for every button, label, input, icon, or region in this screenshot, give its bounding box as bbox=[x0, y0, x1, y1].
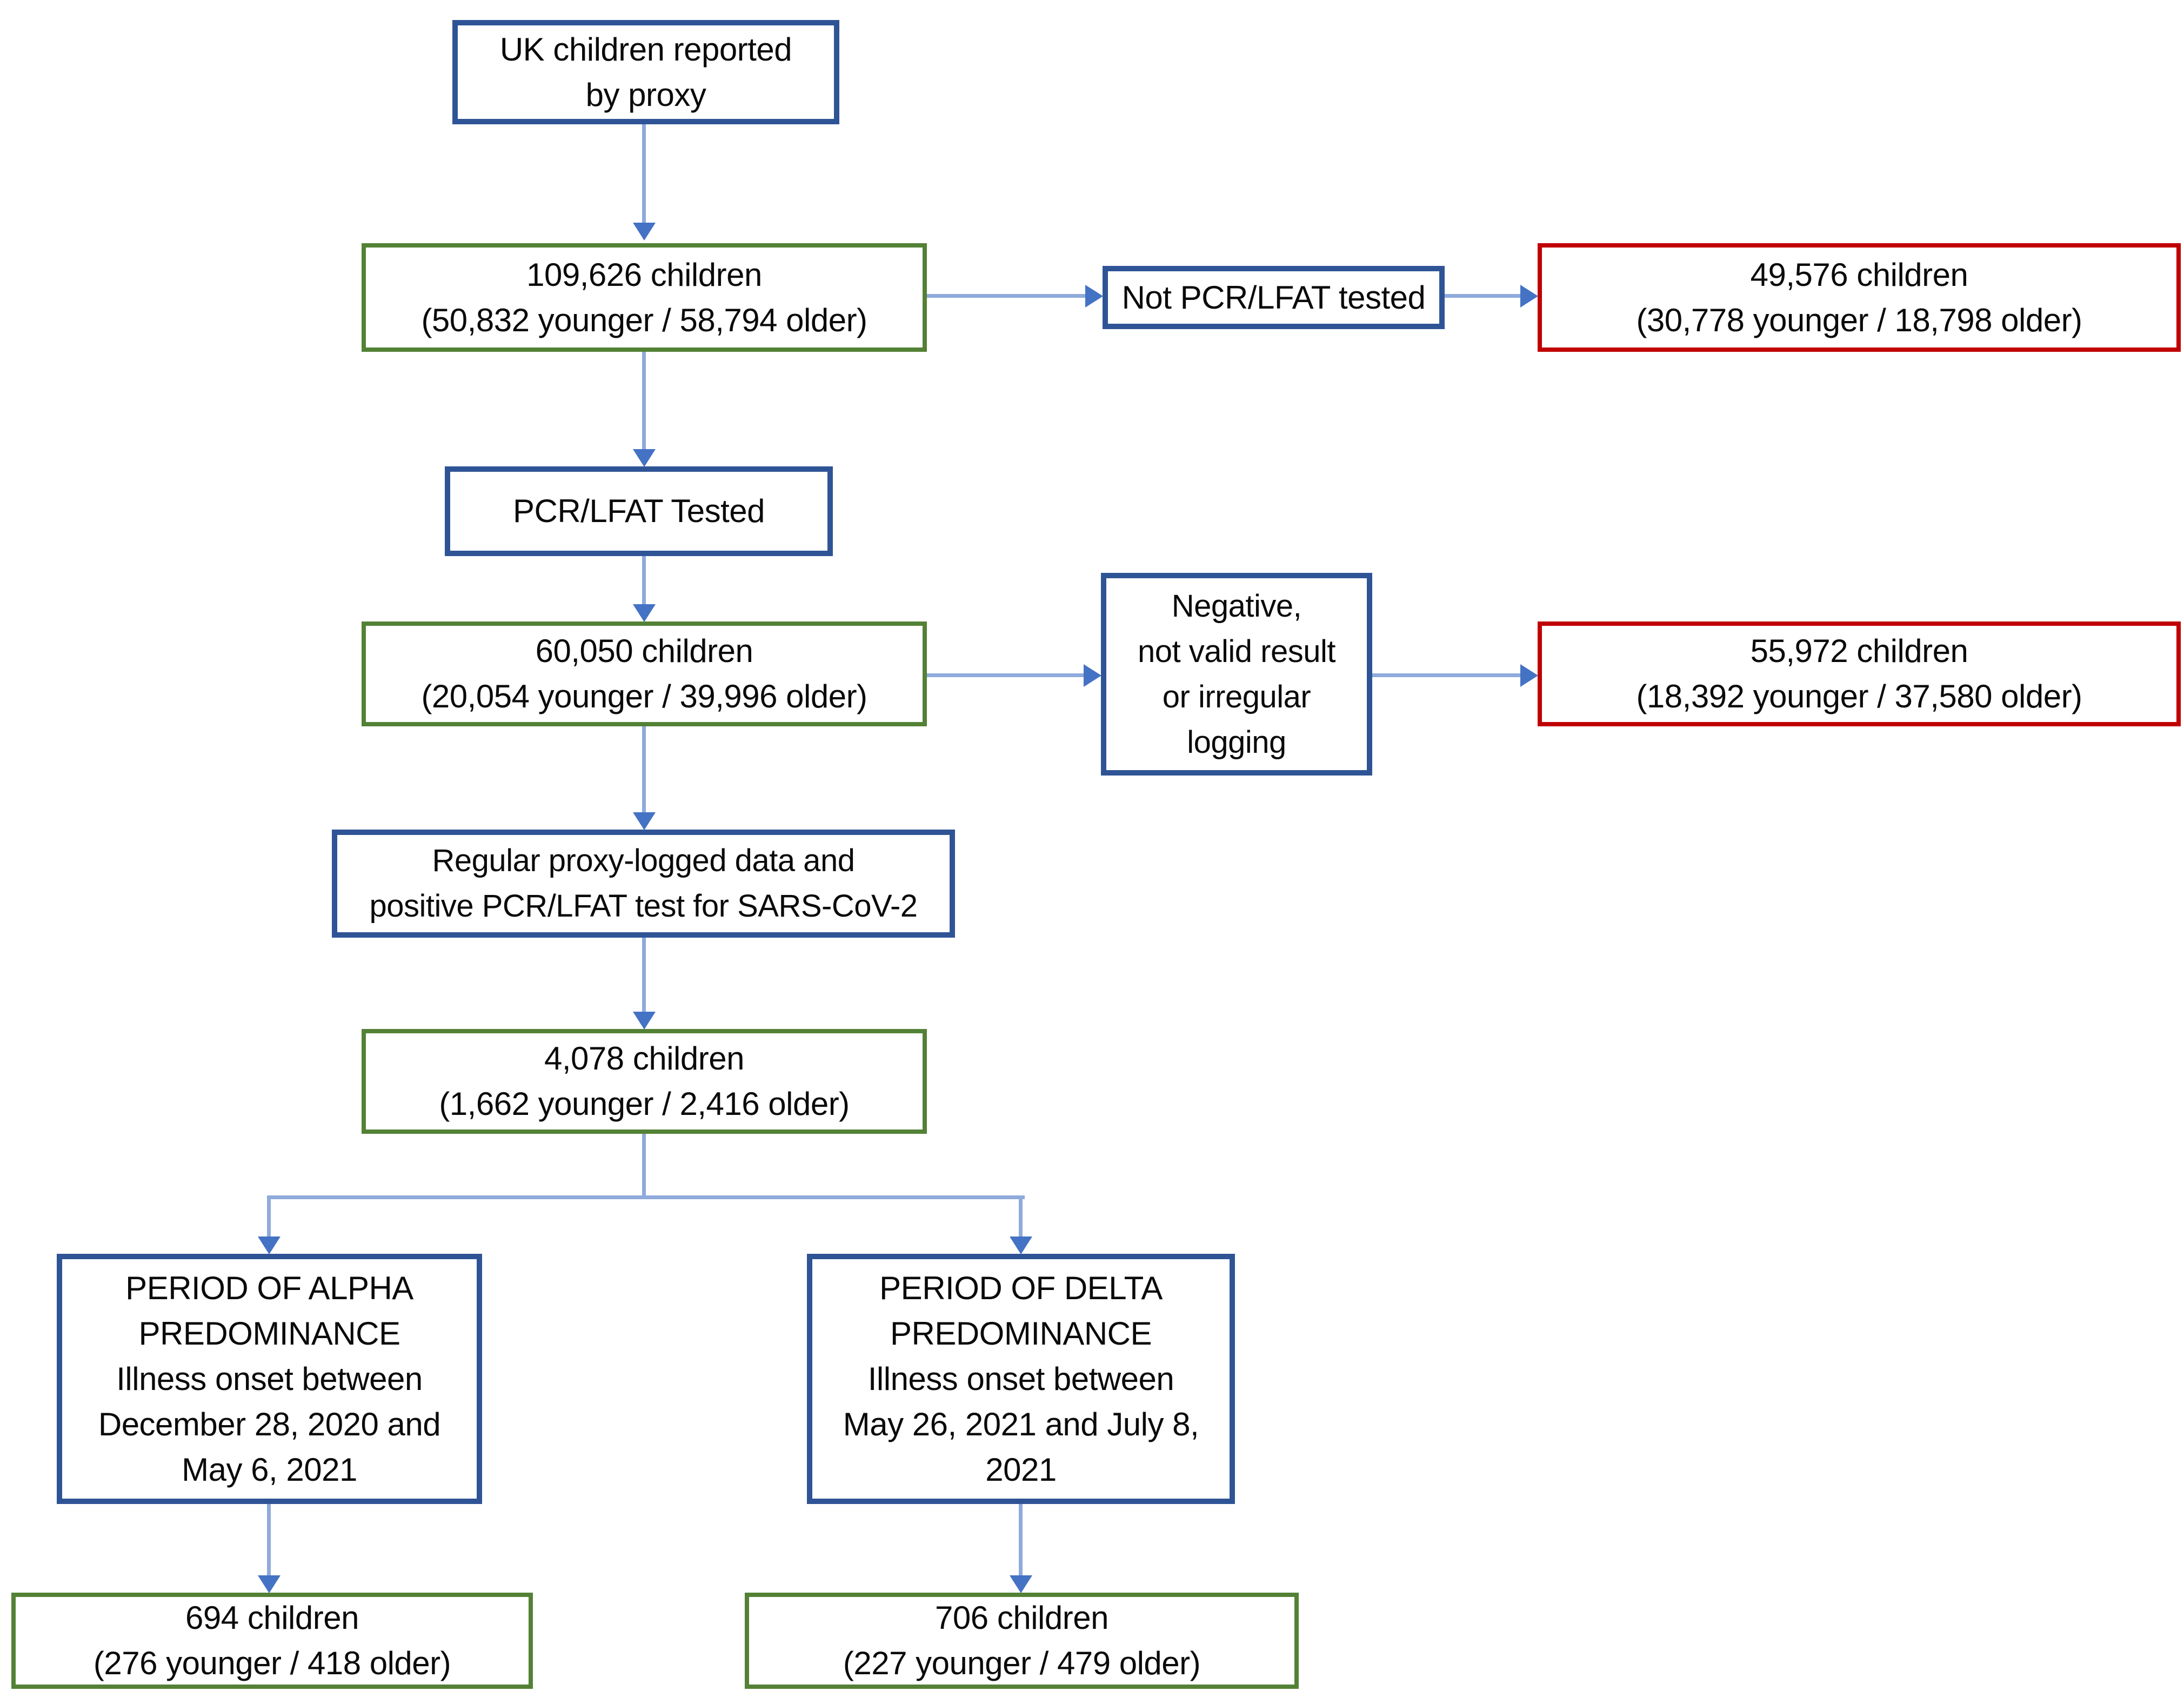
arrow-branch-to-delta bbox=[1019, 1195, 1023, 1236]
arrow-tested-to-excluded bbox=[927, 673, 1084, 677]
node-not-pcr-lfat-tested-label: Not PCR/LFAT tested bbox=[1103, 266, 1445, 329]
arrow-proxy-to-reported bbox=[642, 124, 646, 223]
arrowhead-right-icon bbox=[1520, 285, 1538, 308]
arrow-branch-horizontal bbox=[269, 1195, 1025, 1199]
arrow-positivelabel-to-positivecount bbox=[642, 938, 646, 1012]
arrow-testedcount-to-positivelabel bbox=[642, 726, 646, 812]
arrow-excluded-to-count bbox=[1372, 673, 1520, 677]
arrow-branch-to-alpha bbox=[267, 1195, 271, 1236]
arrowhead-down-icon bbox=[1010, 1236, 1032, 1254]
arrowhead-down-icon bbox=[633, 449, 656, 467]
arrow-delta-to-count bbox=[1019, 1504, 1023, 1575]
arrowhead-down-icon bbox=[633, 1012, 656, 1030]
node-period-delta-predominance: PERIOD OF DELTA PREDOMINANCE Illness ons… bbox=[807, 1254, 1235, 1504]
node-period-alpha-predominance: PERIOD OF ALPHA PREDOMINANCE Illness ons… bbox=[57, 1254, 482, 1504]
node-alpha-children-count: 694 children (276 younger / 418 older) bbox=[11, 1593, 533, 1689]
arrow-reported-to-nottested bbox=[927, 294, 1085, 298]
arrow-branch-stem bbox=[642, 1134, 646, 1199]
node-regular-logged-positive-test-label: Regular proxy-logged data and positive P… bbox=[332, 830, 955, 938]
node-negative-invalid-irregular-label: Negative, not valid result or irregular … bbox=[1101, 573, 1372, 776]
node-delta-children-count: 706 children (227 younger / 479 older) bbox=[745, 1593, 1299, 1689]
node-tested-children-count: 60,050 children (20,054 younger / 39,996… bbox=[362, 621, 927, 726]
node-positive-children-count: 4,078 children (1,662 younger / 2,416 ol… bbox=[362, 1029, 927, 1134]
arrow-testedlabel-to-testedcount bbox=[642, 556, 646, 604]
arrowhead-down-icon bbox=[258, 1575, 280, 1593]
arrow-alpha-to-count bbox=[267, 1504, 271, 1575]
arrowhead-down-icon bbox=[1010, 1575, 1032, 1593]
arrow-reported-to-tested-label bbox=[642, 352, 646, 449]
arrowhead-down-icon bbox=[633, 604, 656, 622]
arrow-nottested-to-count bbox=[1445, 294, 1520, 298]
node-pcr-lfat-tested-label: PCR/LFAT Tested bbox=[445, 466, 833, 556]
arrowhead-down-icon bbox=[258, 1236, 280, 1254]
arrowhead-right-icon bbox=[1084, 664, 1101, 687]
arrowhead-down-icon bbox=[633, 223, 656, 240]
arrowhead-right-icon bbox=[1520, 664, 1538, 687]
arrowhead-down-icon bbox=[633, 812, 656, 830]
node-not-tested-children-count: 49,576 children (30,778 younger / 18,798… bbox=[1538, 243, 2181, 352]
node-excluded-children-count: 55,972 children (18,392 younger / 37,580… bbox=[1538, 621, 2181, 726]
node-reported-children-count: 109,626 children (50,832 younger / 58,79… bbox=[362, 243, 927, 352]
node-uk-children-reported-by-proxy: UK children reported by proxy bbox=[452, 20, 839, 124]
arrowhead-right-icon bbox=[1085, 285, 1103, 308]
